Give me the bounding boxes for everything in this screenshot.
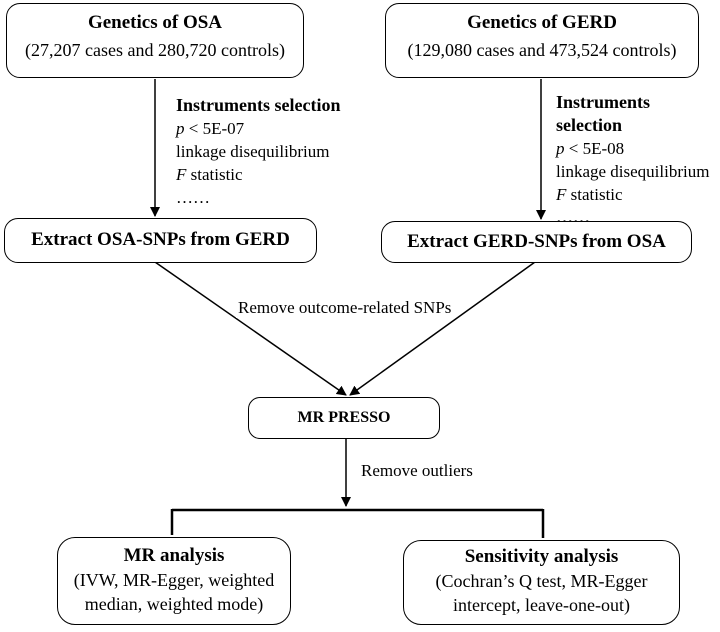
remove-outcome-label: Remove outcome-related SNPs [236, 298, 454, 318]
gerd-f-statistic: F statistic [556, 185, 623, 204]
mr-presso-box: MR PRESSO [248, 397, 440, 439]
gerd-linkage-disequilibrium: linkage disequilibrium [556, 162, 710, 181]
sensitivity-methods-line2: intercept, leave-one-out) [453, 595, 630, 615]
osa-genetics-title: Genetics of OSA [87, 12, 223, 33]
sensitivity-analysis-box: Sensitivity analysis (Cochran’s Q test, … [403, 540, 680, 625]
osa-pvalue-threshold: p < 5E-07 [176, 119, 245, 138]
osa-more-criteria: …… [176, 188, 210, 207]
mr-analysis-methods-line2: median, weighted mode) [84, 594, 264, 614]
gerd-instruments-note: Instruments selection p < 5E-08 linkage … [556, 91, 720, 229]
extract-osa-snps-label: Extract OSA-SNPs from GERD [31, 229, 290, 250]
extract-gerd-snps-box: Extract GERD-SNPs from OSA [381, 221, 692, 263]
osa-f-statistic: F statistic [176, 165, 243, 184]
mr-presso-label: MR PRESSO [297, 409, 391, 426]
sensitivity-analysis-title: Sensitivity analysis [464, 546, 619, 567]
gerd-genetics-title: Genetics of GERD [467, 12, 617, 33]
arrow-extract-gerd-to-presso [349, 261, 536, 396]
gerd-pvalue-threshold: p < 5E-08 [556, 139, 625, 158]
osa-instruments-heading: Instruments selection [176, 95, 341, 115]
mr-analysis-box: MR analysis (IVW, MR-Egger, weighted med… [57, 537, 291, 625]
osa-genetics-box: Genetics of OSA (27,207 cases and 280,72… [6, 3, 304, 78]
extract-osa-snps-box: Extract OSA-SNPs from GERD [4, 218, 317, 263]
osa-linkage-disequilibrium: linkage disequilibrium [176, 142, 330, 161]
arrow-extract-osa-to-presso [154, 261, 347, 396]
gerd-genetics-box: Genetics of GERD (129,080 cases and 473,… [385, 3, 699, 78]
mr-analysis-title: MR analysis [123, 545, 225, 566]
mr-analysis-methods-line1: (IVW, MR-Egger, weighted [73, 570, 275, 590]
osa-genetics-subtitle: (27,207 cases and 280,720 controls) [25, 40, 285, 60]
sensitivity-methods-line1: (Cochran’s Q test, MR-Egger [435, 571, 648, 591]
remove-outliers-label: Remove outliers [361, 461, 473, 480]
extract-gerd-snps-label: Extract GERD-SNPs from OSA [407, 231, 666, 252]
osa-instruments-note: Instruments selection p < 5E-07 linkage … [176, 94, 341, 209]
gerd-genetics-subtitle: (129,080 cases and 473,524 controls) [407, 40, 677, 60]
gerd-instruments-heading: Instruments selection [556, 92, 651, 135]
